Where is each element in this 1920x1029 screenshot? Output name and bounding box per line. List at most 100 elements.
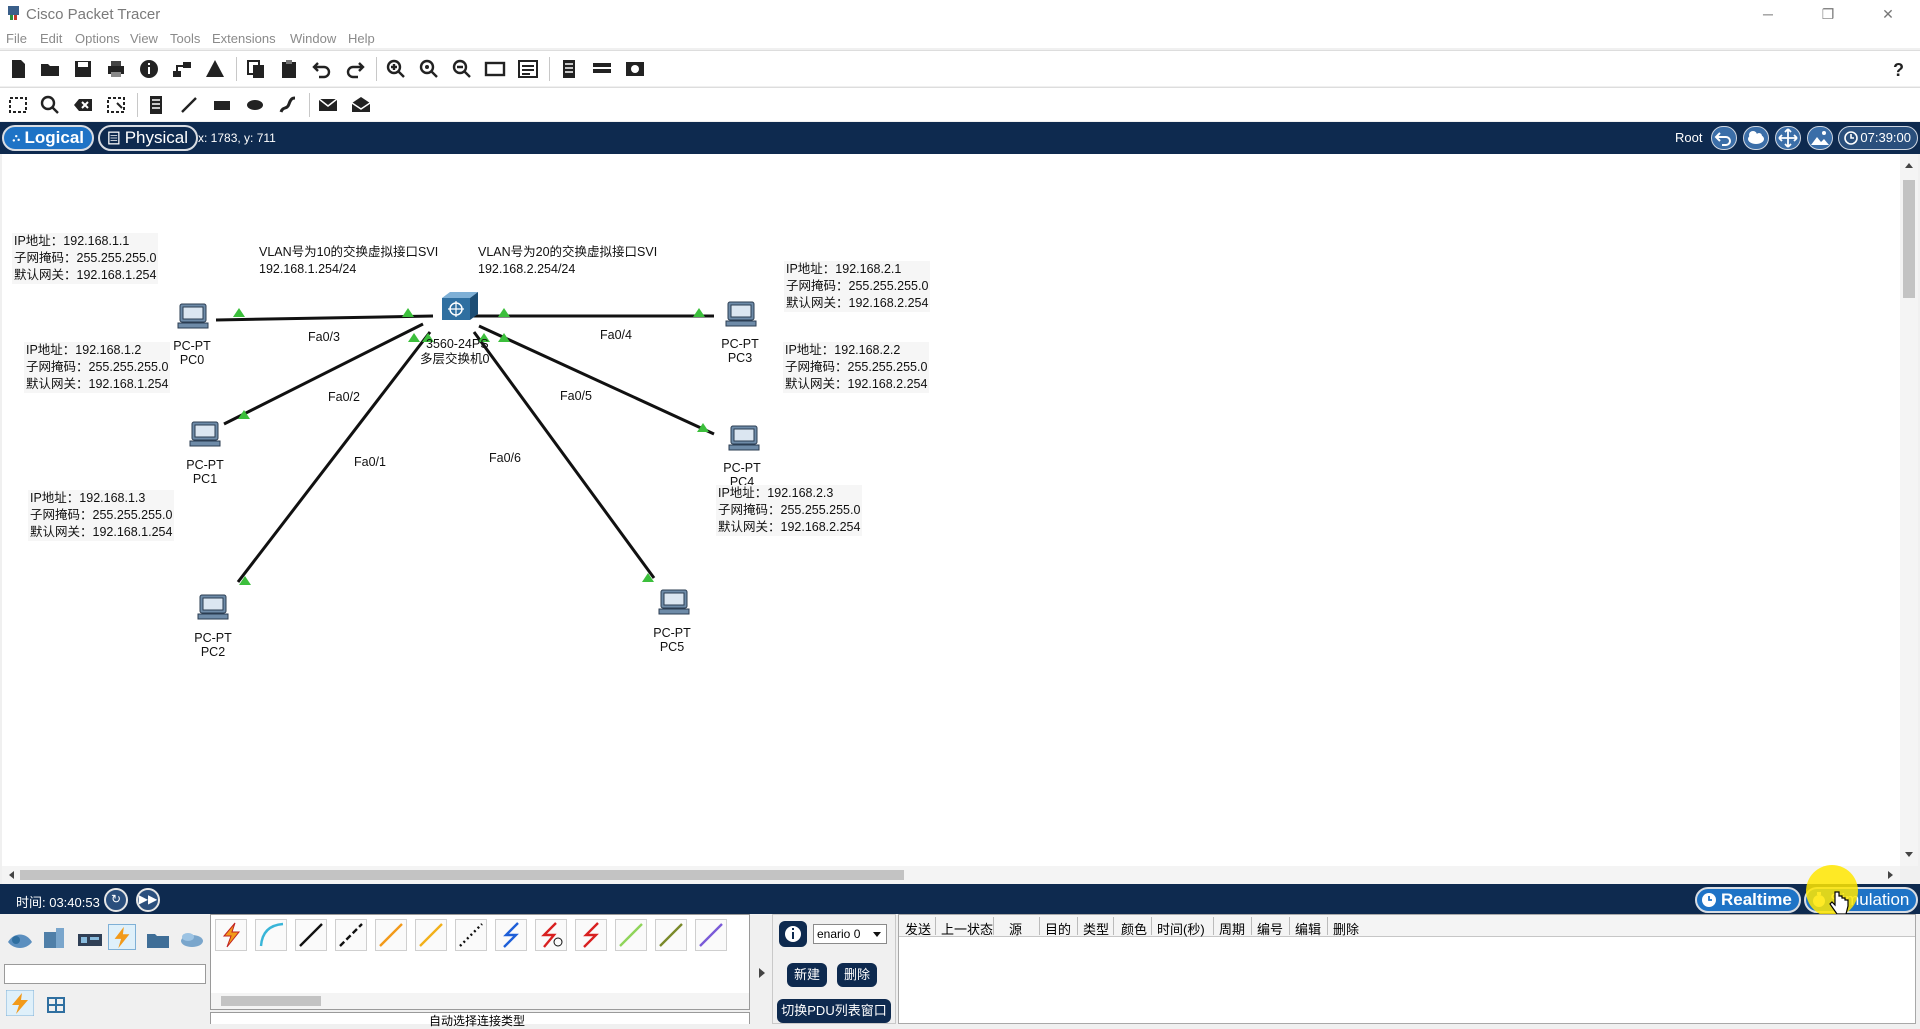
pdu-list[interactable]: 发送 上一状态 源 目的 类型 颜色 时间(秒) 周期 编号 编辑 删除: [898, 914, 1916, 1024]
copy-icon[interactable]: [243, 56, 269, 82]
col-fire[interactable]: 发送: [905, 922, 932, 937]
inspect-icon[interactable]: [37, 92, 63, 118]
delete-icon[interactable]: [70, 92, 96, 118]
coaxial-cable-icon[interactable]: [455, 919, 487, 951]
draw-line-icon[interactable]: [176, 92, 202, 118]
menu-options[interactable]: Options: [75, 31, 120, 46]
workspace-horizontal-scrollbar[interactable]: [2, 866, 1900, 884]
pc1-icon[interactable]: [189, 421, 221, 447]
add-simple-pdu-icon[interactable]: [315, 92, 341, 118]
copper-cross-over-icon[interactable]: [335, 919, 367, 951]
menu-extensions[interactable]: Extensions: [212, 31, 276, 46]
fiber-icon[interactable]: [375, 919, 407, 951]
serial-dce-icon[interactable]: [495, 919, 527, 951]
col-type[interactable]: 类型: [1083, 922, 1110, 937]
usb-cable-icon[interactable]: [655, 919, 687, 951]
col-color[interactable]: 颜色: [1121, 922, 1148, 937]
draw-rectangle-icon[interactable]: [209, 92, 235, 118]
zoom-in-icon[interactable]: [383, 56, 409, 82]
link-switch-pc4[interactable]: [478, 324, 715, 436]
restore-icon[interactable]: ❐: [1821, 6, 1835, 22]
paste-icon[interactable]: [276, 56, 302, 82]
miscellaneous-icon[interactable]: [144, 926, 172, 952]
custom-device-icon[interactable]: [515, 56, 541, 82]
scroll-right-icon[interactable]: [1884, 866, 1898, 884]
device-type-list[interactable]: [4, 964, 206, 984]
fast-forward-icon[interactable]: ▶▶: [136, 888, 160, 912]
col-last-status[interactable]: 上一状态: [941, 922, 994, 937]
help-icon[interactable]: ?: [1886, 56, 1912, 82]
connections-category-icon[interactable]: [108, 924, 136, 950]
pc5-icon[interactable]: [658, 589, 690, 615]
physical-view-tab[interactable]: Physical: [98, 125, 198, 151]
grid-view-icon[interactable]: [42, 992, 70, 1018]
network-info-icon[interactable]: [169, 56, 195, 82]
menu-help[interactable]: Help: [348, 31, 375, 46]
menu-tools[interactable]: Tools: [170, 31, 201, 46]
delete-scenario-button[interactable]: 删除: [837, 963, 877, 987]
palette-scrollbar[interactable]: [211, 993, 749, 1009]
menu-edit[interactable]: Edit: [40, 31, 63, 46]
new-scenario-button[interactable]: 新建: [787, 963, 827, 987]
palette-scroll-thumb[interactable]: [221, 996, 321, 1006]
multilayer-switch-icon[interactable]: [442, 292, 478, 320]
svi-note-vlan10[interactable]: VLAN号为10的交换虚拟接口SVI 192.168.1.254/24: [259, 244, 438, 278]
svi-note-vlan20[interactable]: VLAN号为20的交换虚拟接口SVI 192.168.2.254/24: [478, 244, 657, 278]
scroll-up-icon[interactable]: [1900, 158, 1918, 172]
link-switch-pc2[interactable]: [236, 331, 432, 583]
link-switch-pc0[interactable]: [215, 314, 434, 322]
col-periodic[interactable]: 周期: [1219, 922, 1246, 937]
phone-cable-icon[interactable]: [415, 919, 447, 951]
zoom-out-icon[interactable]: [449, 56, 475, 82]
pc0-icon[interactable]: [177, 303, 209, 329]
print-icon[interactable]: [103, 56, 129, 82]
root-label[interactable]: Root: [1675, 130, 1703, 145]
screenshot-icon[interactable]: [622, 56, 648, 82]
pc4-icon[interactable]: [728, 425, 760, 451]
vertical-scroll-thumb[interactable]: [1903, 180, 1915, 298]
scenario-select[interactable]: enario 0: [813, 924, 887, 944]
col-delete[interactable]: 删除: [1333, 922, 1360, 937]
device-template-icon[interactable]: [589, 56, 615, 82]
drawing-palette-icon[interactable]: [482, 56, 508, 82]
menu-view[interactable]: View: [130, 31, 158, 46]
select-icon[interactable]: [5, 92, 31, 118]
activity-wizard-icon[interactable]: [202, 56, 228, 82]
power-cycle-icon[interactable]: ↻: [104, 888, 128, 912]
close-icon[interactable]: ✕: [1882, 6, 1894, 22]
link-switch-pc1[interactable]: [223, 322, 424, 426]
wireless-link-icon[interactable]: [695, 919, 727, 951]
scroll-down-icon[interactable]: [1900, 848, 1918, 862]
save-icon[interactable]: [70, 56, 96, 82]
auto-connection-icon[interactable]: [215, 919, 247, 951]
set-background-icon[interactable]: [1807, 126, 1833, 150]
console-cable-icon[interactable]: [255, 919, 287, 951]
minimize-icon[interactable]: ─: [1763, 6, 1773, 22]
col-destination[interactable]: 目的: [1045, 922, 1072, 937]
octal-cable-icon[interactable]: [575, 919, 607, 951]
open-folder-icon[interactable]: [37, 56, 63, 82]
notes-icon[interactable]: [556, 56, 582, 82]
undo-icon[interactable]: [309, 56, 335, 82]
expand-arrow-icon[interactable]: [756, 966, 768, 980]
cluster-icon[interactable]: [1743, 126, 1769, 150]
move-object-icon[interactable]: [1775, 126, 1801, 150]
place-note-icon[interactable]: [143, 92, 169, 118]
realtime-mode-button[interactable]: Realtime: [1695, 887, 1801, 913]
iot-custom-cable-icon[interactable]: [615, 919, 647, 951]
viewport-clock[interactable]: 07:39:00: [1838, 126, 1918, 150]
end-devices-icon[interactable]: [40, 926, 68, 952]
back-icon[interactable]: [1711, 126, 1737, 150]
serial-dte-icon[interactable]: [535, 919, 567, 951]
horizontal-scroll-thumb[interactable]: [20, 870, 904, 880]
redo-icon[interactable]: [342, 56, 368, 82]
col-source[interactable]: 源: [1009, 922, 1023, 937]
connection-type-icon[interactable]: [6, 990, 34, 1016]
link-switch-pc5[interactable]: [472, 331, 656, 579]
